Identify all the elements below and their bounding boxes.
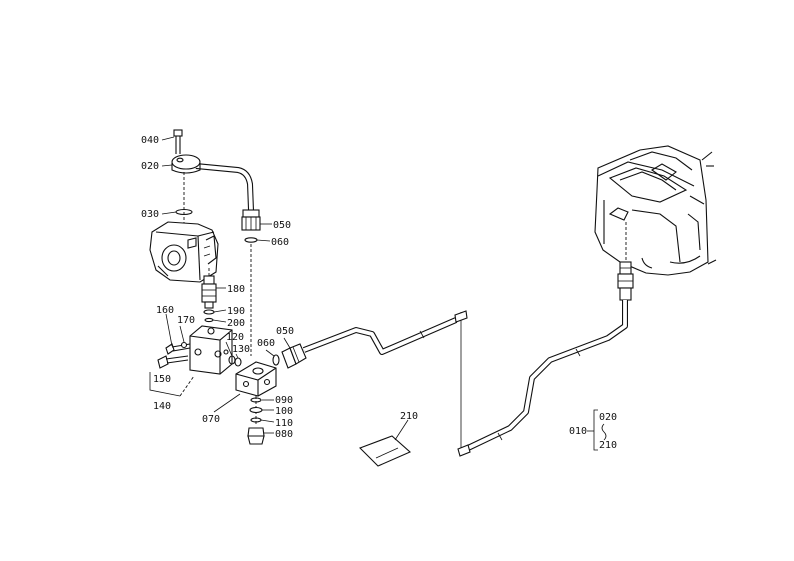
return-pipe [466, 300, 628, 451]
label-060-upper: 060 [271, 237, 289, 248]
washer-090 [250, 397, 262, 403]
label-140: 140 [153, 401, 171, 412]
o-ring-060-middle [272, 354, 280, 366]
hydraulic-pump [149, 221, 219, 283]
connector-block-070 [235, 361, 277, 397]
label-170: 170 [177, 315, 195, 326]
label-030: 030 [141, 209, 159, 220]
relief-valve-180 [201, 275, 217, 309]
group-leader-140 [179, 375, 195, 397]
label-020: 020 [141, 161, 159, 172]
label-180: 180 [227, 284, 245, 295]
label-210: 210 [400, 411, 418, 422]
label-130: 130 [232, 344, 250, 355]
pump-outlet-pipe [195, 163, 254, 211]
part-labels: 040 020 030 050 060 180 190 200 160 170 … [141, 135, 418, 440]
o-ring-200 [204, 317, 214, 323]
pipe-end-cap-lower [457, 444, 471, 457]
pipe-end-cap [454, 310, 468, 323]
label-120: 120 [226, 332, 244, 343]
washer-190 [203, 309, 215, 315]
spring-130 [234, 357, 242, 367]
label-090: 090 [275, 395, 293, 406]
decal-detail [375, 447, 399, 459]
decal-210 [359, 435, 412, 467]
assembly-key: 010 020 210 [569, 409, 617, 451]
label-050-upper: 050 [273, 220, 291, 231]
adapter-050-middle [281, 343, 307, 369]
adapter-050-upper [241, 209, 261, 231]
leader-lines [161, 136, 409, 441]
label-160: 160 [156, 305, 174, 316]
assembly-key-range-symbol [601, 423, 607, 441]
tank-hose-fitting [617, 261, 634, 301]
pipe-flange [171, 154, 201, 174]
washer-100 [249, 406, 263, 414]
label-110: 110 [275, 418, 293, 429]
bolt-040 [173, 129, 183, 154]
label-080: 080 [275, 429, 293, 440]
washer-170 [180, 341, 188, 349]
o-ring-060-upper [244, 237, 258, 243]
label-060-middle: 060 [257, 338, 275, 349]
pressure-pipe [302, 317, 458, 355]
label-100: 100 [275, 406, 293, 417]
assembly-key-item-210: 210 [599, 440, 617, 451]
plug-150 [157, 355, 189, 369]
tank-housing [594, 145, 717, 276]
label-150: 150 [153, 374, 171, 385]
group-bracket-140 [149, 372, 181, 397]
label-040: 040 [141, 135, 159, 146]
label-070: 070 [202, 414, 220, 425]
label-200: 200 [227, 318, 245, 329]
assembly-key-label: 010 [569, 426, 587, 437]
plug-080 [247, 427, 265, 445]
label-050-middle: 050 [276, 326, 294, 337]
assembly-key-item-020: 020 [599, 412, 617, 423]
label-190: 190 [227, 306, 245, 317]
